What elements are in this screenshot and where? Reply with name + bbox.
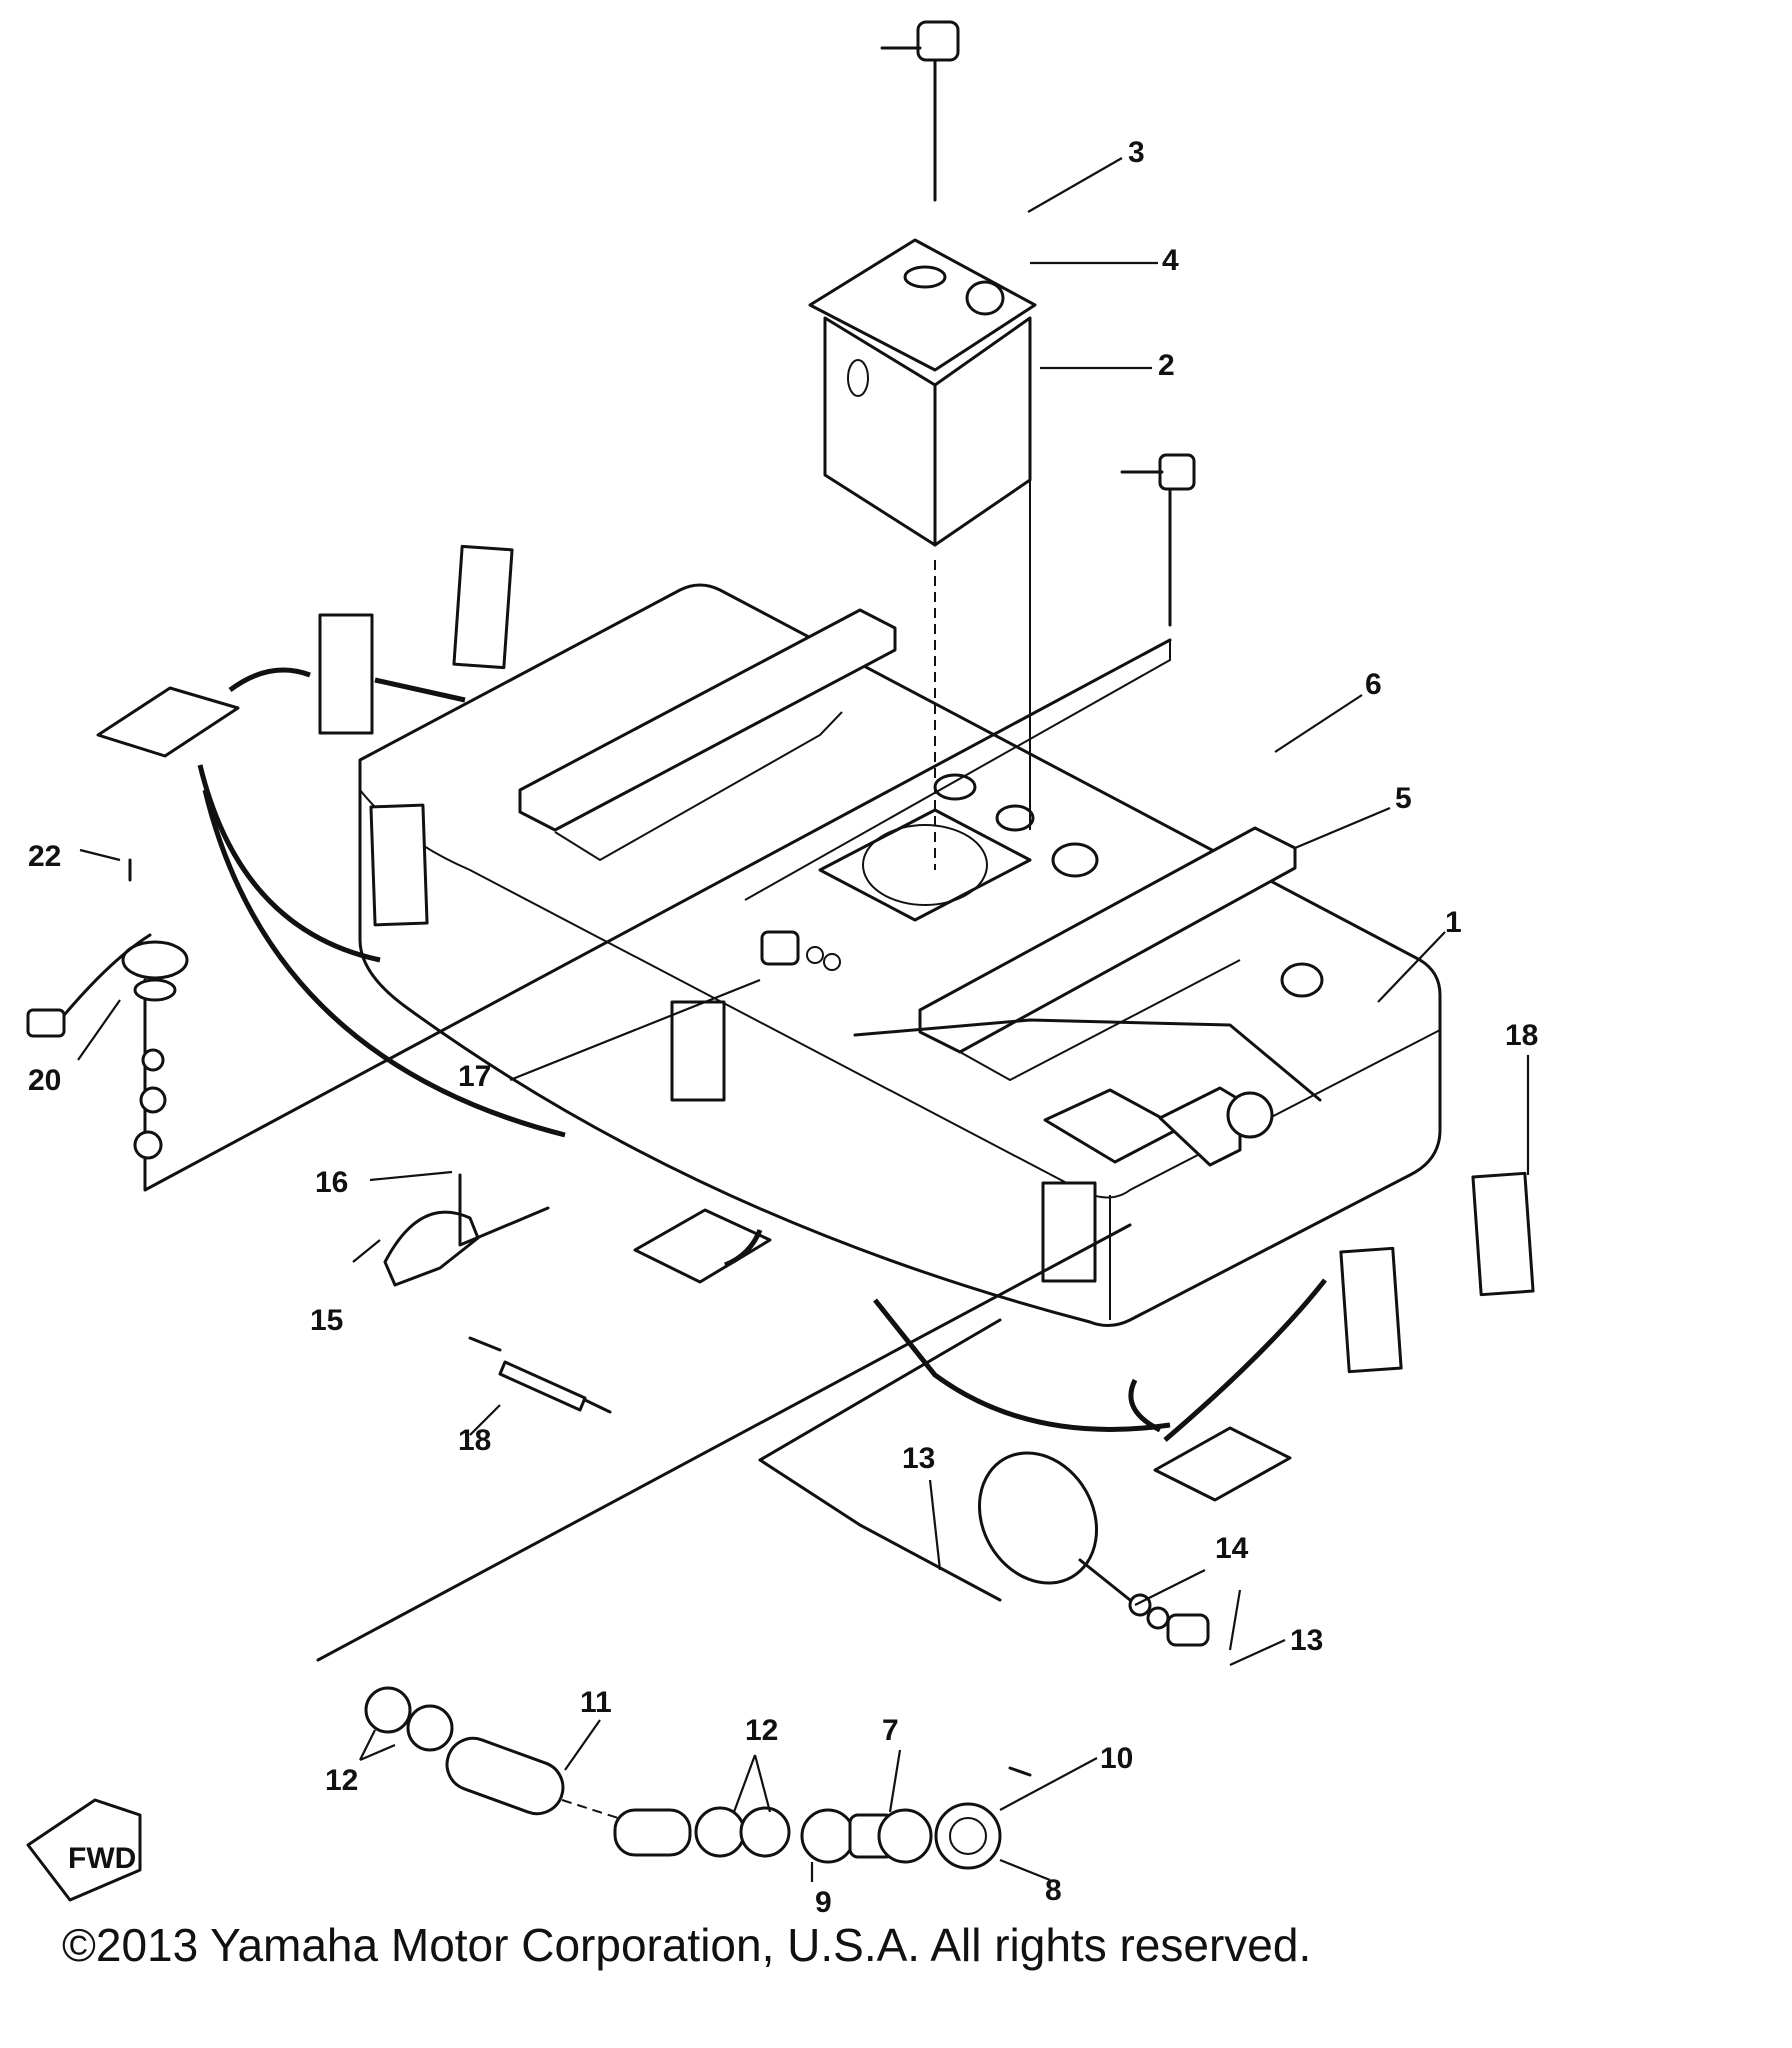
fuel-line-assembly <box>316 1223 1210 1870</box>
copyright-notice: ©2013 Yamaha Motor Corporation, U.S.A. A… <box>62 1919 1312 1971</box>
callout-10: 10 <box>1100 1742 1133 1775</box>
clamp-parts <box>383 1173 612 1414</box>
level-sensor-top <box>880 20 960 202</box>
level-sensor-right <box>1120 453 1196 627</box>
callout-14: 13 <box>902 1442 935 1475</box>
fwd-text: FWD <box>68 1842 136 1875</box>
callout-18: 17 <box>458 1060 491 1093</box>
forward-arrow-badge: FWD <box>26 1798 142 1902</box>
callout-17: 16 <box>315 1166 348 1199</box>
callout-7: 7 <box>882 1714 899 1747</box>
callout-3: 3 <box>1128 136 1145 169</box>
callout-2: 2 <box>1158 349 1175 382</box>
callout-9: 9 <box>815 1886 832 1919</box>
callout-8: 8 <box>1045 1874 1062 1907</box>
leader-lines <box>77 157 1530 1882</box>
callout-13: 13 <box>1290 1624 1323 1657</box>
assembly-arrows <box>197 667 1327 1442</box>
callout-11: 11 <box>580 1686 612 1719</box>
callout-20: 18 <box>1505 1019 1538 1052</box>
callout-16: 15 <box>310 1304 343 1337</box>
pads <box>96 544 1535 1502</box>
callout-6: 6 <box>1365 668 1382 701</box>
callout-4: 4 <box>1162 244 1179 277</box>
fuel-gauge-unit <box>26 638 1172 1192</box>
callout-19: 18 <box>458 1424 491 1457</box>
callout-21: 20 <box>28 1064 61 1097</box>
callout-1: 1 <box>1445 906 1462 939</box>
callout-12-right: 12 <box>745 1714 778 1747</box>
fuel-tank <box>358 583 1442 1327</box>
sub-tank <box>808 238 1037 547</box>
callout-22: 22 <box>28 840 61 873</box>
callout-numbers: 3 4 2 6 5 1 18 22 20 17 16 15 18 13 14 1… <box>28 136 1538 1919</box>
callout-5: 5 <box>1395 782 1412 815</box>
callout-12-left: 12 <box>325 1764 358 1797</box>
callout-15: 14 <box>1215 1532 1249 1565</box>
